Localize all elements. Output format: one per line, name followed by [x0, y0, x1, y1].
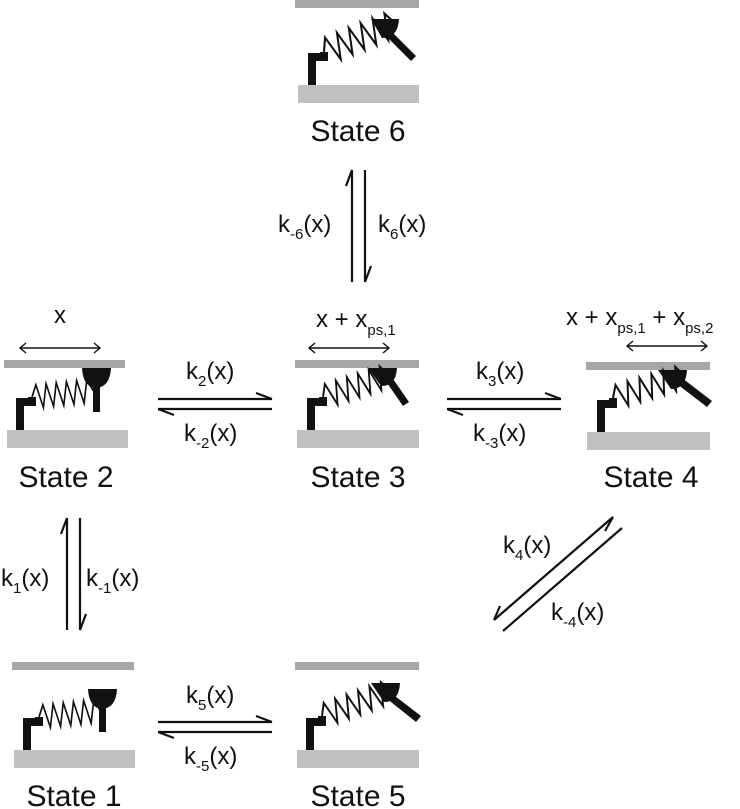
- actin-filament: [586, 362, 710, 370]
- rate-label-forward: k2(x): [186, 358, 234, 390]
- actin-filament: [12, 662, 134, 670]
- motor-stalk: [16, 397, 36, 430]
- state-label: State 1: [26, 780, 121, 809]
- actin-filament: [295, 0, 419, 8]
- substrate: [587, 432, 710, 450]
- rate-label-forward: k1(x): [1, 565, 49, 597]
- substrate: [297, 430, 419, 448]
- transition-3-6: k-6(x) k6(x): [278, 169, 426, 283]
- rate-label-forward: k6(x): [378, 211, 426, 243]
- transition-4-5: k4(x) k-4(x): [492, 516, 623, 632]
- actin-filament: [4, 360, 125, 368]
- rate-label-forward: k5(x): [186, 682, 234, 714]
- substrate: [7, 430, 128, 448]
- harpoon-arrow: [344, 169, 373, 283]
- rate-label-reverse: k-1(x): [86, 565, 139, 597]
- transition-3-4: k3(x) k-3(x): [446, 358, 562, 452]
- rate-label-reverse: k-2(x): [184, 420, 237, 452]
- rate-label-forward: k3(x): [476, 358, 524, 390]
- displacement-marker: x + xps,1 + xps,2: [566, 304, 713, 352]
- rate-label-reverse: k-4(x): [551, 599, 604, 631]
- motor-stalk: [597, 398, 617, 432]
- displacement-label: x + xps,1 + xps,2: [566, 304, 713, 337]
- state-label: State 6: [310, 115, 405, 148]
- rate-label-reverse: k-6(x): [278, 211, 331, 243]
- state-4-node: x + xps,1 + xps,2 State 4: [566, 304, 713, 494]
- motor-stalk: [23, 717, 43, 750]
- harpoon-arrow: [492, 516, 623, 632]
- spring: [29, 377, 96, 410]
- state-label: State 2: [18, 461, 113, 494]
- state-label: State 4: [603, 461, 698, 494]
- motor-head-tilted: [368, 368, 409, 406]
- state-5-node: State 5: [295, 662, 421, 809]
- state-label: State 5: [310, 780, 405, 809]
- rate-label-reverse: k-5(x): [184, 743, 237, 775]
- substrate: [297, 750, 419, 768]
- harpoon-arrow: [157, 714, 273, 740]
- motor-head: [88, 689, 117, 732]
- state-1-node: State 1: [12, 662, 135, 809]
- substrate: [14, 750, 135, 768]
- displacement-marker: x + xps,1: [307, 306, 396, 354]
- rate-label-forward: k4(x): [503, 532, 551, 564]
- state-3-node: x + xps,1 State 3: [295, 306, 419, 494]
- motor-head: [82, 368, 111, 412]
- motor-stalk: [308, 52, 328, 85]
- state-label: State 3: [310, 461, 405, 494]
- transition-1-5: k5(x) k-5(x): [157, 682, 273, 775]
- motor-head-tilted: [658, 370, 712, 407]
- substrate: [298, 85, 419, 103]
- state-2-node: x State 2: [4, 302, 128, 494]
- motor-stalk: [306, 716, 326, 750]
- state-6-node: State 6: [295, 0, 419, 148]
- motor-head-tilted: [371, 19, 416, 61]
- displacement-label: x: [54, 302, 66, 329]
- motor-stalk: [307, 397, 327, 430]
- displacement-label: x + xps,1: [316, 306, 396, 339]
- harpoon-arrow: [59, 517, 88, 631]
- harpoon-arrow: [157, 391, 273, 417]
- transition-2-3: k2(x) k-2(x): [157, 358, 273, 452]
- motor-head-tilted: [371, 683, 421, 722]
- rate-label-reverse: k-3(x): [473, 420, 526, 452]
- actin-filament: [295, 360, 419, 368]
- transition-1-2: k1(x) k-1(x): [1, 517, 139, 631]
- harpoon-arrow: [446, 391, 562, 417]
- spring: [36, 697, 103, 730]
- actin-filament: [295, 662, 419, 670]
- displacement-marker: x: [18, 302, 102, 354]
